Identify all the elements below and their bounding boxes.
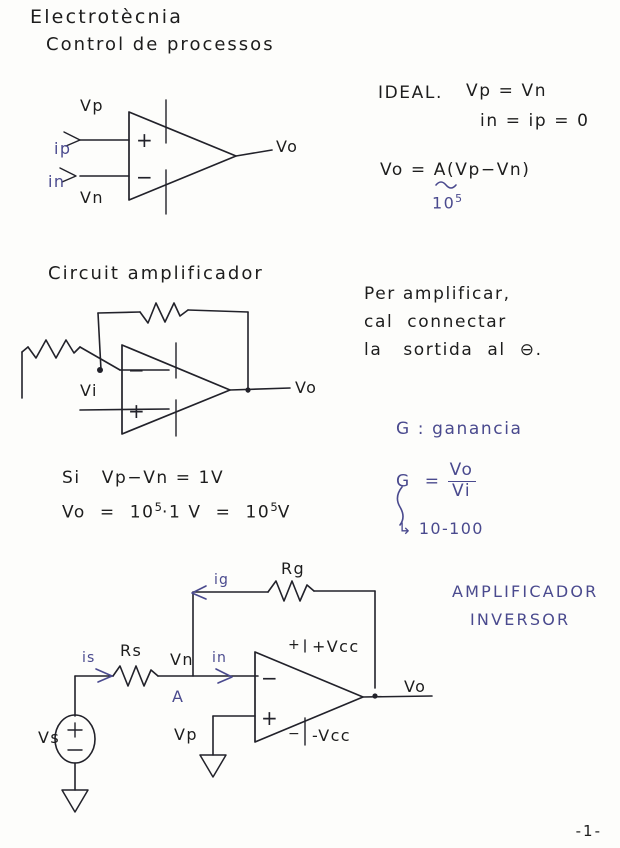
gain-range-value: 10-100 xyxy=(418,519,484,538)
label-vn-d3: Vn xyxy=(170,650,194,669)
eq-vo-mid: ·1 V = 10 xyxy=(161,502,271,523)
page-subtitle: Control de processos xyxy=(46,34,275,55)
inverting-amp-title-line2: INVERSOR xyxy=(470,610,571,629)
label-vo-d3: Vo xyxy=(404,677,427,696)
label-vcc-negative: -Vcc xyxy=(312,726,351,745)
gain-exp: 5 xyxy=(455,192,463,205)
eq-si: Si Vp−Vn = 1V xyxy=(62,468,225,488)
section2-heading: Circuit amplificador xyxy=(48,263,264,284)
ideal-eq-output: Vo = A(Vp−Vn) xyxy=(380,160,531,180)
ideal-eq-vp-vn: Vp = Vn xyxy=(466,81,548,101)
label-in-d3: in xyxy=(212,650,227,666)
gain-base: 10 xyxy=(432,193,456,213)
label-node-a: A xyxy=(172,687,185,706)
eq-vo-result: Vo = 105·1 V = 105V xyxy=(62,500,291,523)
label-vo-d1: Vo xyxy=(276,137,299,156)
label-vp-d1: Vp xyxy=(80,96,104,115)
inverting-amp-title-line1: AMPLIFICADOR xyxy=(452,582,599,601)
svg-text:−: − xyxy=(261,666,278,690)
label-ig: ig xyxy=(214,572,229,588)
page-title: Electrotècnia xyxy=(30,6,184,28)
note-amplify-line3: la sortida al ⊖. xyxy=(364,340,543,360)
svg-text:−: − xyxy=(136,165,153,189)
ideal-eq-currents: in = ip = 0 xyxy=(480,111,590,131)
label-rs: Rs xyxy=(120,641,143,660)
label-vi-text: Vi xyxy=(80,381,98,400)
label-vcc-positive: +Vcc xyxy=(312,637,360,656)
ideal-eq-output-rhs: (Vp−Vn) xyxy=(447,160,531,180)
gain-range-arrow: ↳ xyxy=(398,519,413,538)
eq-vo-tail: V xyxy=(277,502,291,523)
note-gain-definition: G : ganancia xyxy=(396,419,523,439)
label-vp-d3: Vp xyxy=(174,725,198,744)
label-ip-d1: ip xyxy=(54,139,72,158)
eq-vo-lhs: Vo = 10 xyxy=(62,502,155,523)
page-number: -1- xyxy=(575,822,602,840)
ideal-heading: IDEAL. xyxy=(378,83,443,103)
label-vo-d2: Vo xyxy=(295,378,318,397)
label-vs: Vs xyxy=(38,728,61,747)
ideal-eq-output-gain: A xyxy=(433,160,447,180)
svg-text:+: + xyxy=(261,706,278,730)
label-is: is xyxy=(82,650,96,666)
svg-text:−: − xyxy=(128,358,145,382)
ideal-eq-output-lhs: Vo = xyxy=(380,160,434,180)
label-in-d1: in xyxy=(48,172,66,191)
note-amplify-line1: Per amplificar, xyxy=(364,284,511,304)
label-vn-d1: Vn xyxy=(80,188,104,207)
eq-vo-exp1: 5 xyxy=(154,500,162,514)
rail-plus-sign: + xyxy=(288,637,301,653)
svg-text:+: + xyxy=(136,128,153,152)
gain-formula-lhs: G = xyxy=(396,471,448,492)
rail-minus-sign: − xyxy=(288,726,301,742)
note-gain-range: ↳ 10-100 xyxy=(398,519,484,538)
note-amplify-line2: cal connectar xyxy=(364,312,507,332)
gain-fraction-num: Vo xyxy=(447,460,476,482)
svg-text:+: + xyxy=(128,399,145,423)
label-vi-d2: Vi xyxy=(80,381,98,400)
ideal-gain-value: 105 xyxy=(432,192,462,212)
eq-vo-exp2: 5 xyxy=(270,500,278,514)
gain-fraction-den: Vi xyxy=(452,480,472,501)
label-rg: Rg xyxy=(281,559,306,578)
